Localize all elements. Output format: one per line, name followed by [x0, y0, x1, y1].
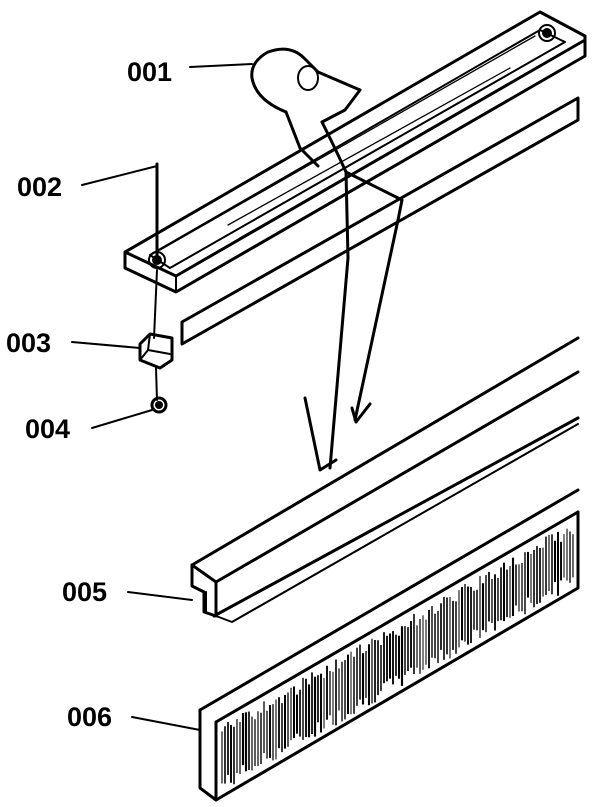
- callout-005: 005: [62, 577, 107, 607]
- part-004-nut: [150, 396, 168, 414]
- assembly-arrows: [303, 170, 404, 472]
- leader-lines: [71, 63, 253, 731]
- leader-001: [189, 63, 253, 68]
- part-005-strip-holder: [190, 336, 580, 623]
- brush-bristles: [221, 528, 574, 785]
- part-001-nozzle-head: [123, 10, 587, 346]
- part-006-brush-strip: [198, 488, 580, 802]
- part-003-spacer-block: [138, 332, 174, 401]
- part-002-screw: [153, 162, 159, 339]
- leader-006: [131, 716, 201, 731]
- callout-004: 004: [25, 414, 70, 444]
- leader-003: [71, 341, 141, 349]
- callout-003: 003: [6, 328, 51, 358]
- leader-002: [81, 165, 158, 186]
- leader-004: [91, 409, 153, 429]
- callout-006: 006: [67, 702, 112, 732]
- callout-002: 002: [17, 172, 62, 202]
- leader-005: [127, 591, 193, 601]
- callout-001: 001: [127, 57, 172, 87]
